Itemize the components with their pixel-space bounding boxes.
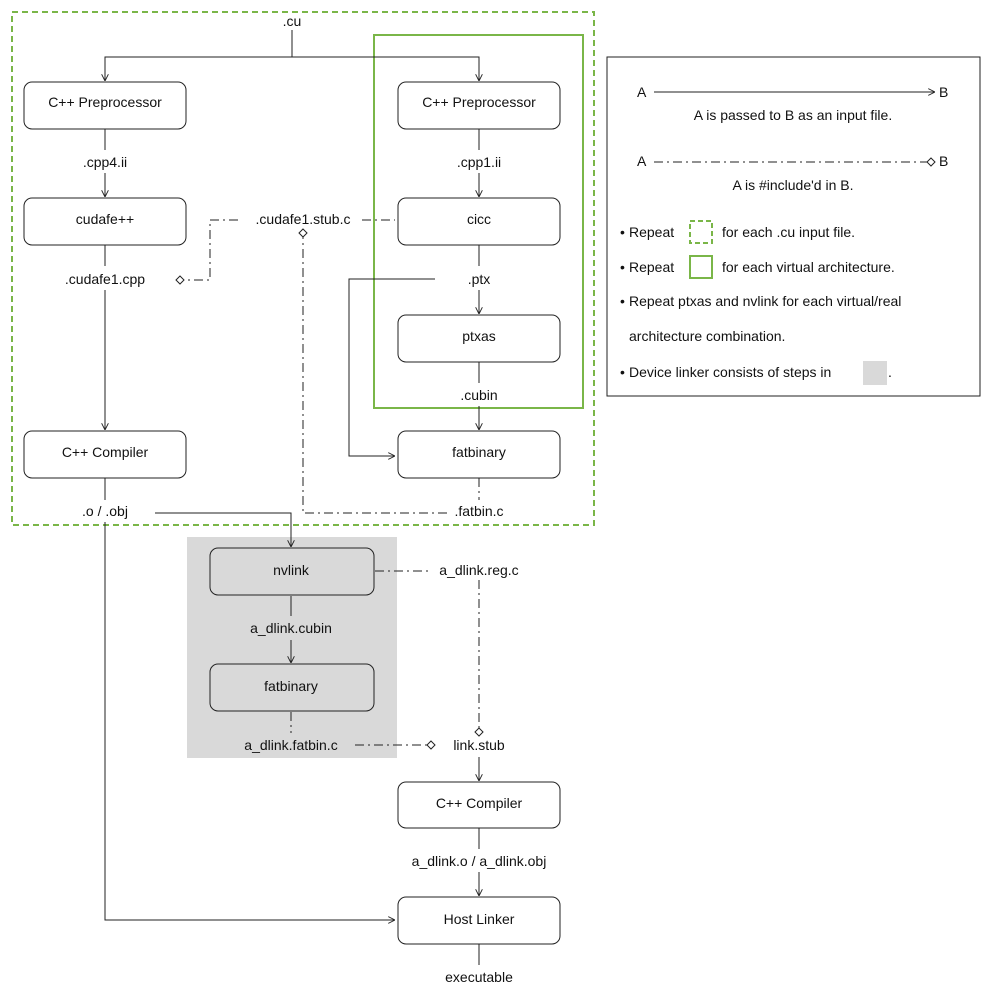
legend-b-input: B [939, 84, 948, 100]
per-cu-file-region [11, 11, 595, 526]
legend-input-desc: A is passed to B as an input file. [694, 107, 892, 123]
node-cpp-preprocessor-right: C++ Preprocessor [397, 81, 561, 130]
legend-repeat-2: Repeat [629, 259, 674, 275]
node-fatbinary-top: fatbinary [397, 430, 561, 479]
node-label: fatbinary [452, 444, 506, 460]
edge-obj-to-host-linker [104, 522, 395, 920]
legend-note-3-line-1: Repeat ptxas and nvlink for each virtual… [629, 293, 901, 309]
bullet-1: • [620, 224, 625, 240]
node-label: cicc [467, 211, 491, 227]
legend-include-desc: A is #include'd in B. [733, 177, 854, 193]
legend-note-3-line-2: architecture combination. [629, 328, 785, 344]
file-obj: .o / .obj [82, 503, 128, 519]
include-diamond [175, 275, 185, 285]
bullet-3: • [620, 293, 625, 309]
file-executable: executable [445, 969, 513, 985]
edge-obj-to-nvlink [155, 512, 291, 547]
file-cudafe1-stub: .cudafe1.stub.c [256, 211, 351, 227]
node-label: fatbinary [264, 678, 318, 694]
legend-b-include: B [939, 153, 948, 169]
bullet-4: • [620, 364, 625, 380]
include-stub-to-cudafe1 [180, 219, 238, 281]
file-dlink-cubin: a_dlink.cubin [250, 620, 332, 636]
node-label: Host Linker [444, 911, 515, 927]
node-nvlink: nvlink [209, 547, 375, 596]
legend: A B A is passed to B as an input file. A… [606, 56, 981, 397]
node-cpp-compiler-bottom: C++ Compiler [397, 781, 561, 829]
node-cpp-preprocessor-left: C++ Preprocessor [23, 81, 187, 130]
file-fatbin-c: .fatbin.c [454, 503, 503, 519]
include-diamond [426, 740, 436, 750]
legend-a-include: A [637, 153, 647, 169]
node-label: C++ Compiler [62, 444, 149, 460]
edge-ptx-to-fatbinary [348, 278, 435, 456]
legend-swatch-solid-green [689, 255, 713, 279]
node-label: C++ Preprocessor [48, 94, 162, 110]
node-label: cudafe++ [76, 211, 134, 227]
file-cpp1: .cpp1.ii [457, 154, 501, 170]
include-diamond [474, 727, 484, 737]
legend-note-4: Device linker consists of steps in [629, 364, 831, 380]
file-dlink-reg: a_dlink.reg.c [439, 562, 518, 578]
include-diamond [298, 228, 308, 238]
file-cpp4: .cpp4.ii [83, 154, 127, 170]
file-cu: .cu [283, 13, 302, 29]
legend-note-4-tail: . [888, 364, 892, 380]
file-dlink-obj: a_dlink.o / a_dlink.obj [412, 853, 547, 869]
node-cpp-compiler-left: C++ Compiler [23, 430, 187, 479]
file-link-stub: link.stub [453, 737, 505, 753]
legend-swatch-gray [863, 361, 887, 385]
node-label: ptxas [462, 328, 495, 344]
node-fatbinary-dlink: fatbinary [209, 663, 375, 712]
file-cudafe1-cpp: .cudafe1.cpp [65, 271, 145, 287]
node-host-linker: Host Linker [397, 896, 561, 945]
file-cubin: .cubin [460, 387, 497, 403]
bullet-2: • [620, 259, 625, 275]
node-label: C++ Preprocessor [422, 94, 536, 110]
node-label: nvlink [273, 562, 310, 578]
legend-a-input: A [637, 84, 647, 100]
include-fatbin-to-stub [302, 236, 447, 514]
legend-repeat-2-tail: for each virtual architecture. [722, 259, 895, 275]
legend-swatch-dashed-green [689, 220, 713, 244]
file-dlink-fatbin: a_dlink.fatbin.c [244, 737, 337, 753]
legend-repeat-1-tail: for each .cu input file. [722, 224, 855, 240]
edge-cu-to-cpp-pre-right [292, 56, 479, 81]
include-diamond [926, 157, 936, 167]
node-cicc: cicc [397, 197, 561, 246]
file-ptx: .ptx [468, 271, 491, 287]
legend-frame [606, 56, 981, 397]
edge-cu-to-cpp-pre-left [105, 56, 292, 81]
legend-repeat-1: Repeat [629, 224, 674, 240]
node-ptxas: ptxas [397, 314, 561, 363]
node-label: C++ Compiler [436, 795, 523, 811]
node-cudafe: cudafe++ [23, 197, 187, 246]
